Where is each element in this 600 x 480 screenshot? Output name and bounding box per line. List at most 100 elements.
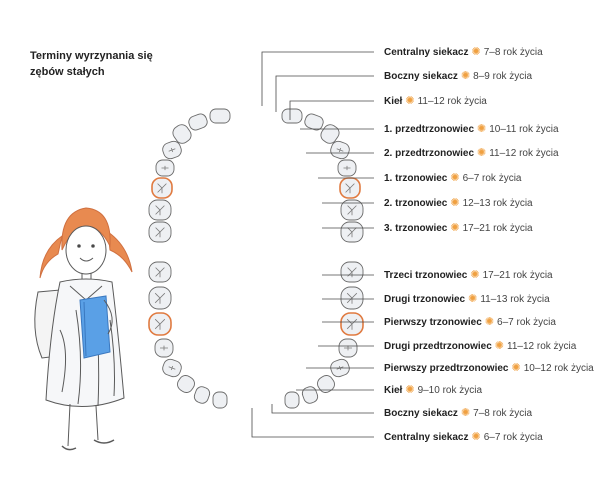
star-icon: ✺ bbox=[450, 197, 460, 209]
leader-upper-2 bbox=[289, 100, 374, 120]
upper-left-tooth-5 bbox=[172, 124, 192, 144]
lower-left-tooth-7 bbox=[212, 391, 228, 409]
lower_jaw-label-1: Drugi trzonowiec✺11–13 rok życia bbox=[384, 292, 550, 306]
eruption-age: 17–21 rok życia bbox=[482, 270, 553, 281]
lower-right-tooth-7 bbox=[284, 391, 300, 409]
girl-illustration bbox=[34, 207, 133, 451]
lower-left-tooth-4 bbox=[162, 358, 182, 378]
upper_jaw-label-7: 3. trzonowiec✺17–21 rok życia bbox=[384, 221, 533, 235]
eruption-age: 6–7 rok życia bbox=[497, 317, 556, 328]
tooth-name: 2. przedtrzonowiec bbox=[384, 148, 475, 159]
upper-left-tooth-3 bbox=[155, 159, 175, 177]
eruption-age: 12–13 rok życia bbox=[462, 198, 533, 209]
leader-lower-6 bbox=[271, 404, 374, 414]
tooth-name: Drugi trzonowiec bbox=[384, 294, 466, 305]
tooth-name: 1. przedtrzonowiec bbox=[384, 124, 475, 135]
leader-lower-7 bbox=[251, 408, 374, 438]
lower_jaw-label-0: Trzeci trzonowiec✺17–21 rok życia bbox=[384, 268, 553, 282]
star-icon: ✺ bbox=[471, 431, 481, 443]
eruption-age: 11–13 rok życia bbox=[480, 294, 550, 305]
star-icon: ✺ bbox=[494, 340, 505, 352]
lower-right-tooth-6 bbox=[301, 386, 319, 404]
tooth-name: Centralny siekacz bbox=[384, 47, 469, 58]
eruption-age: 8–9 rok życia bbox=[473, 71, 533, 82]
eruption-age: 10–11 rok życia bbox=[489, 124, 559, 135]
tooth-name: Pierwszy trzonowiec bbox=[384, 317, 482, 328]
tooth-name: Drugi przedtrzonowiec bbox=[384, 341, 492, 352]
upper-right-tooth-7 bbox=[281, 108, 303, 124]
lower-left-tooth-5 bbox=[177, 375, 195, 393]
lower-right-tooth-2 bbox=[340, 312, 364, 336]
lower-right-tooth-0 bbox=[340, 261, 364, 283]
eruption-age: 11–12 rok życia bbox=[417, 96, 487, 107]
star-icon: ✺ bbox=[405, 95, 415, 107]
leader-upper-0 bbox=[261, 51, 374, 106]
star-icon: ✺ bbox=[484, 316, 495, 328]
lower_jaw-label-2: Pierwszy trzonowiec✺6–7 rok życia bbox=[384, 315, 556, 329]
tooth-name: Kieł bbox=[384, 96, 403, 107]
upper_jaw-label-0: Centralny siekacz✺7–8 rok życia bbox=[384, 45, 543, 59]
lower-left-tooth-1 bbox=[148, 286, 172, 310]
lower_jaw-label-5: Kieł✺9–10 rok życia bbox=[384, 383, 482, 397]
diagram-title: Terminy wyrzynania się zębów stałych bbox=[30, 50, 153, 78]
upper-left-tooth-2 bbox=[151, 177, 173, 199]
upper-right-tooth-4 bbox=[330, 140, 350, 160]
upper-right-tooth-3 bbox=[337, 159, 357, 177]
star-icon: ✺ bbox=[477, 123, 487, 135]
eruption-age: 9–10 rok życia bbox=[417, 385, 483, 396]
tooth-name: 3. trzonowiec bbox=[384, 223, 448, 234]
upper-left-tooth-0 bbox=[148, 221, 172, 243]
upper-right-tooth-0 bbox=[340, 221, 364, 243]
tooth-name: Kieł bbox=[384, 385, 403, 396]
star-icon: ✺ bbox=[460, 70, 471, 82]
eruption-age: 17–21 rok życia bbox=[462, 223, 533, 234]
lower-right-tooth-3 bbox=[338, 338, 358, 358]
eruption-age: 6–7 rok życia bbox=[462, 173, 522, 184]
leader-lines bbox=[251, 51, 374, 438]
upper-right-tooth-1 bbox=[340, 199, 364, 221]
upper_jaw-label-2: Kieł✺11–12 rok życia bbox=[384, 94, 487, 108]
lower-left-tooth-2 bbox=[148, 312, 172, 336]
lower-left-tooth-0 bbox=[148, 261, 172, 283]
upper_jaw-label-1: Boczny siekacz✺8–9 rok życia bbox=[384, 69, 532, 83]
lower_jaw-label-7: Centralny siekacz✺6–7 rok życia bbox=[384, 430, 543, 444]
upper_jaw-label-5: 1. trzonowiec✺6–7 rok życia bbox=[384, 171, 522, 185]
tooth-name: Pierwszy przedtrzonowiec bbox=[384, 363, 509, 374]
eruption-age: 11–12 rok życia bbox=[507, 341, 577, 352]
leader-upper-1 bbox=[275, 75, 374, 112]
tooth-name: 1. trzonowiec bbox=[384, 173, 448, 184]
star-icon: ✺ bbox=[477, 147, 487, 159]
star-icon: ✺ bbox=[471, 46, 481, 58]
lower-right-tooth-5 bbox=[317, 375, 335, 393]
star-icon: ✺ bbox=[468, 293, 478, 305]
lower-right-tooth-1 bbox=[340, 286, 364, 310]
upper_jaw-label-6: 2. trzonowiec✺12–13 rok życia bbox=[384, 196, 533, 210]
eruption-age: 7–8 rok życia bbox=[473, 408, 533, 419]
lower-left-tooth-6 bbox=[193, 386, 211, 404]
tooth-name: Boczny siekacz bbox=[384, 408, 458, 419]
upper-left-tooth-4 bbox=[162, 140, 182, 160]
lower-left-tooth-3 bbox=[154, 338, 174, 358]
lower_jaw-label-3: Drugi przedtrzonowiec✺11–12 rok życia bbox=[384, 339, 576, 353]
star-icon: ✺ bbox=[460, 407, 471, 419]
eruption-age: 10–12 rok życia bbox=[523, 363, 594, 374]
tooth-name: 2. trzonowiec bbox=[384, 198, 448, 209]
upper_jaw-label-3: 1. przedtrzonowiec✺10–11 rok życia bbox=[384, 122, 559, 136]
star-icon: ✺ bbox=[470, 269, 480, 281]
tooth-name: Centralny siekacz bbox=[384, 432, 469, 443]
lower_jaw-label-6: Boczny siekacz✺7–8 rok życia bbox=[384, 406, 532, 420]
upper-left-tooth-1 bbox=[148, 199, 172, 221]
star-icon: ✺ bbox=[405, 384, 415, 396]
upper_jaw-label-4: 2. przedtrzonowiec✺11–12 rok życia bbox=[384, 146, 559, 160]
eruption-age: 7–8 rok życia bbox=[483, 47, 543, 58]
teeth-arches bbox=[148, 108, 364, 409]
eruption-age: 6–7 rok życia bbox=[483, 432, 543, 443]
tooth-name: Boczny siekacz bbox=[384, 71, 458, 82]
upper-right-tooth-6 bbox=[304, 113, 324, 131]
star-icon: ✺ bbox=[450, 172, 460, 184]
star-icon: ✺ bbox=[511, 362, 521, 374]
star-icon: ✺ bbox=[450, 222, 460, 234]
upper-left-tooth-6 bbox=[188, 113, 208, 131]
